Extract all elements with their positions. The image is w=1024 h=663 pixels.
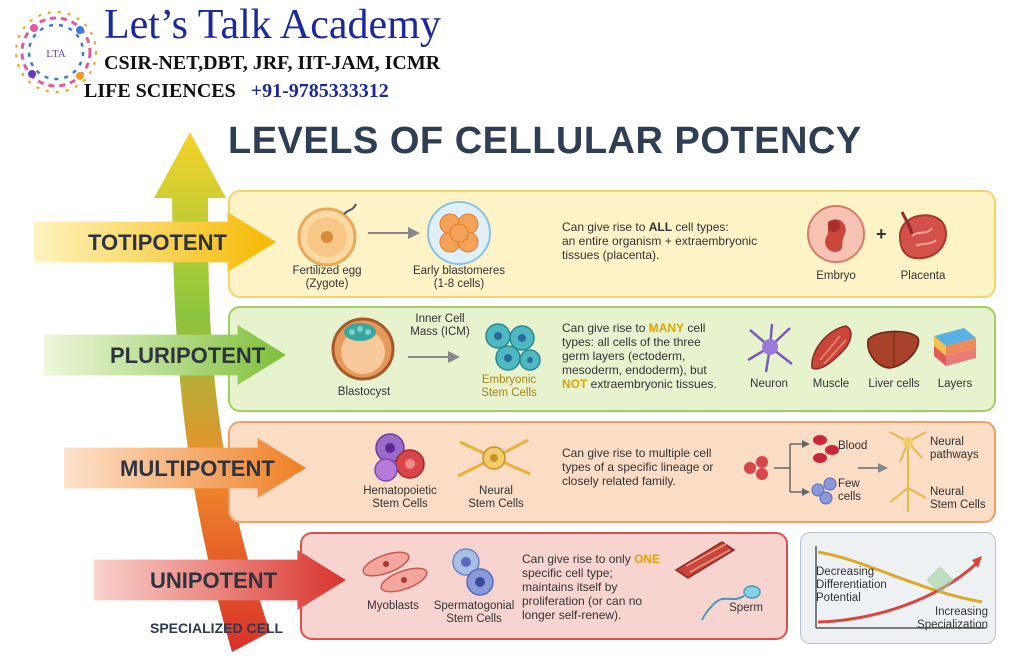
embryo-icon — [807, 205, 865, 263]
myoblasts-icon — [362, 551, 428, 593]
specialized-cell-label: SPECIALIZED CELL — [150, 620, 284, 636]
zygote-icon — [297, 203, 357, 267]
neural-pathway-icon — [889, 431, 927, 512]
brand-title: Let’s Talk Academy — [104, 2, 441, 48]
blastocyst-label: Blastocyst — [337, 386, 391, 398]
unipotent-arrow — [94, 550, 346, 610]
zygote-label: Fertilized egg (Zygote) — [292, 265, 362, 290]
hematopoietic-label: Hematopoietic Stem Cells — [363, 485, 437, 510]
pluripotent-arrow — [44, 325, 286, 385]
neuron-icon — [747, 323, 793, 373]
embryo-label: Embryo — [816, 270, 856, 282]
logo-text: LTA — [46, 48, 66, 60]
unipotent-desc-highlight: ONE — [634, 552, 661, 566]
totipotent-label: TOTIPOTENT — [88, 230, 227, 255]
totipotent-arrow — [34, 212, 276, 272]
arrow-right-icon — [408, 351, 460, 363]
neural-stem-cells-label: Neural Stem Cells — [468, 485, 524, 510]
pluripotent-description: Can give rise to MANY cell types: all ce… — [562, 321, 742, 391]
brand-subject: LIFE SCIENCES — [84, 80, 236, 102]
increasing-specialization-label: Increasing Specialization — [917, 606, 988, 631]
unipotent-desc-post: specific cell type; maintains itself by … — [522, 566, 643, 622]
brand-exams: CSIR-NET,DBT, JRF, IIT-JAM, ICMR — [104, 52, 441, 74]
dna-wreath-icon — [15, 11, 97, 93]
pluripotent-desc-mid: cell types: all cells of the three germ … — [562, 321, 707, 377]
totipotent-desc-highlight: ALL — [648, 220, 673, 234]
unipotent-description: Can give rise to only ONE specific cell … — [522, 552, 682, 622]
neuron-label: Neuron — [750, 378, 788, 390]
unipotent-label: UNIPOTENT — [150, 568, 278, 593]
neural-stem-cell-icon — [457, 438, 531, 478]
layers-label: Layers — [937, 378, 973, 390]
placenta-icon — [898, 211, 947, 260]
totipotent-desc-post: cell types: an entire organism + extraem… — [562, 220, 758, 262]
page-title: LEVELS OF CELLULAR POTENCY — [228, 120, 862, 162]
blastomeres-icon — [427, 201, 491, 265]
few-cells-icon — [811, 477, 837, 505]
blastocyst-icon — [331, 317, 395, 381]
pluripotent-desc-highlight: MANY — [648, 321, 685, 335]
hematopoietic-stem-cells-icon — [374, 433, 425, 482]
multipotent-description: Can give rise to multiple cell types of … — [562, 446, 714, 488]
muscle-icon — [811, 325, 852, 370]
differentiation-trend-graph — [815, 546, 986, 629]
arrow-right-icon — [368, 227, 420, 239]
increasing-specialization-curve — [817, 562, 978, 624]
decreasing-potential-label: Decreasing Differentiation Potential — [816, 566, 887, 604]
germ-layers-icon — [934, 328, 976, 366]
embryonic-stem-cells-icon — [485, 323, 541, 371]
unipotent-desc-pre: Can give rise to only — [522, 552, 635, 566]
placenta-label: Placenta — [900, 270, 946, 282]
pluripotent-label: PLURIPOTENT — [110, 343, 266, 368]
multipotent-panel — [228, 421, 996, 523]
muscle-label: Muscle — [812, 378, 850, 390]
totipotent-description: Can give rise to ALL cell types: an enti… — [562, 220, 792, 262]
sperm-icon — [701, 585, 761, 621]
academy-logo: LTA — [15, 11, 97, 93]
pluripotent-desc-highlight-not: NOT — [562, 377, 588, 391]
pluripotent-desc-post: extraembryonic tissues. — [587, 377, 717, 391]
totipotent-desc-pre: Can give rise to — [562, 220, 649, 234]
differentiation-graph-panel — [800, 532, 996, 644]
multipotent-branching-diagram — [744, 431, 927, 512]
brand-subject-line: LIFE SCIENCES +91-9785333312 — [84, 80, 389, 102]
liver-cells-label: Liver cells — [868, 378, 920, 390]
few-cells-label: Few cells — [838, 478, 862, 503]
multipotent-label: MULTIPOTENT — [120, 456, 275, 481]
pluripotent-desc-pre: Can give rise to — [562, 321, 649, 335]
totipotent-panel — [228, 190, 996, 298]
blood-cells-icon — [813, 435, 839, 463]
multipotent-arrow — [64, 438, 306, 498]
sperm-label: Sperm — [729, 602, 763, 614]
blastomeres-label: Early blastomeres (1-8 cells) — [412, 265, 506, 290]
icm-label: Inner Cell Mass (ICM) — [410, 313, 470, 338]
brand-phone: +91-9785333312 — [250, 80, 389, 102]
neural-stem-cells-output-label: Neural Stem Cells — [930, 486, 986, 511]
spermatogonial-label: Spermatogonial Stem Cells — [433, 600, 515, 625]
liver-cells-icon — [867, 330, 920, 369]
neural-pathways-label: Neural pathways — [930, 436, 979, 461]
spermatogonial-stem-cells-icon — [452, 548, 494, 596]
plus-sign: + — [876, 224, 887, 244]
embryonic-stem-cells-label: Embryonic Stem Cells — [481, 374, 537, 399]
decreasing-potential-curve — [817, 550, 983, 604]
muscle-fiber-icon — [674, 541, 736, 579]
myoblasts-label: Myoblasts — [367, 600, 419, 612]
blood-label: Blood — [838, 440, 868, 452]
